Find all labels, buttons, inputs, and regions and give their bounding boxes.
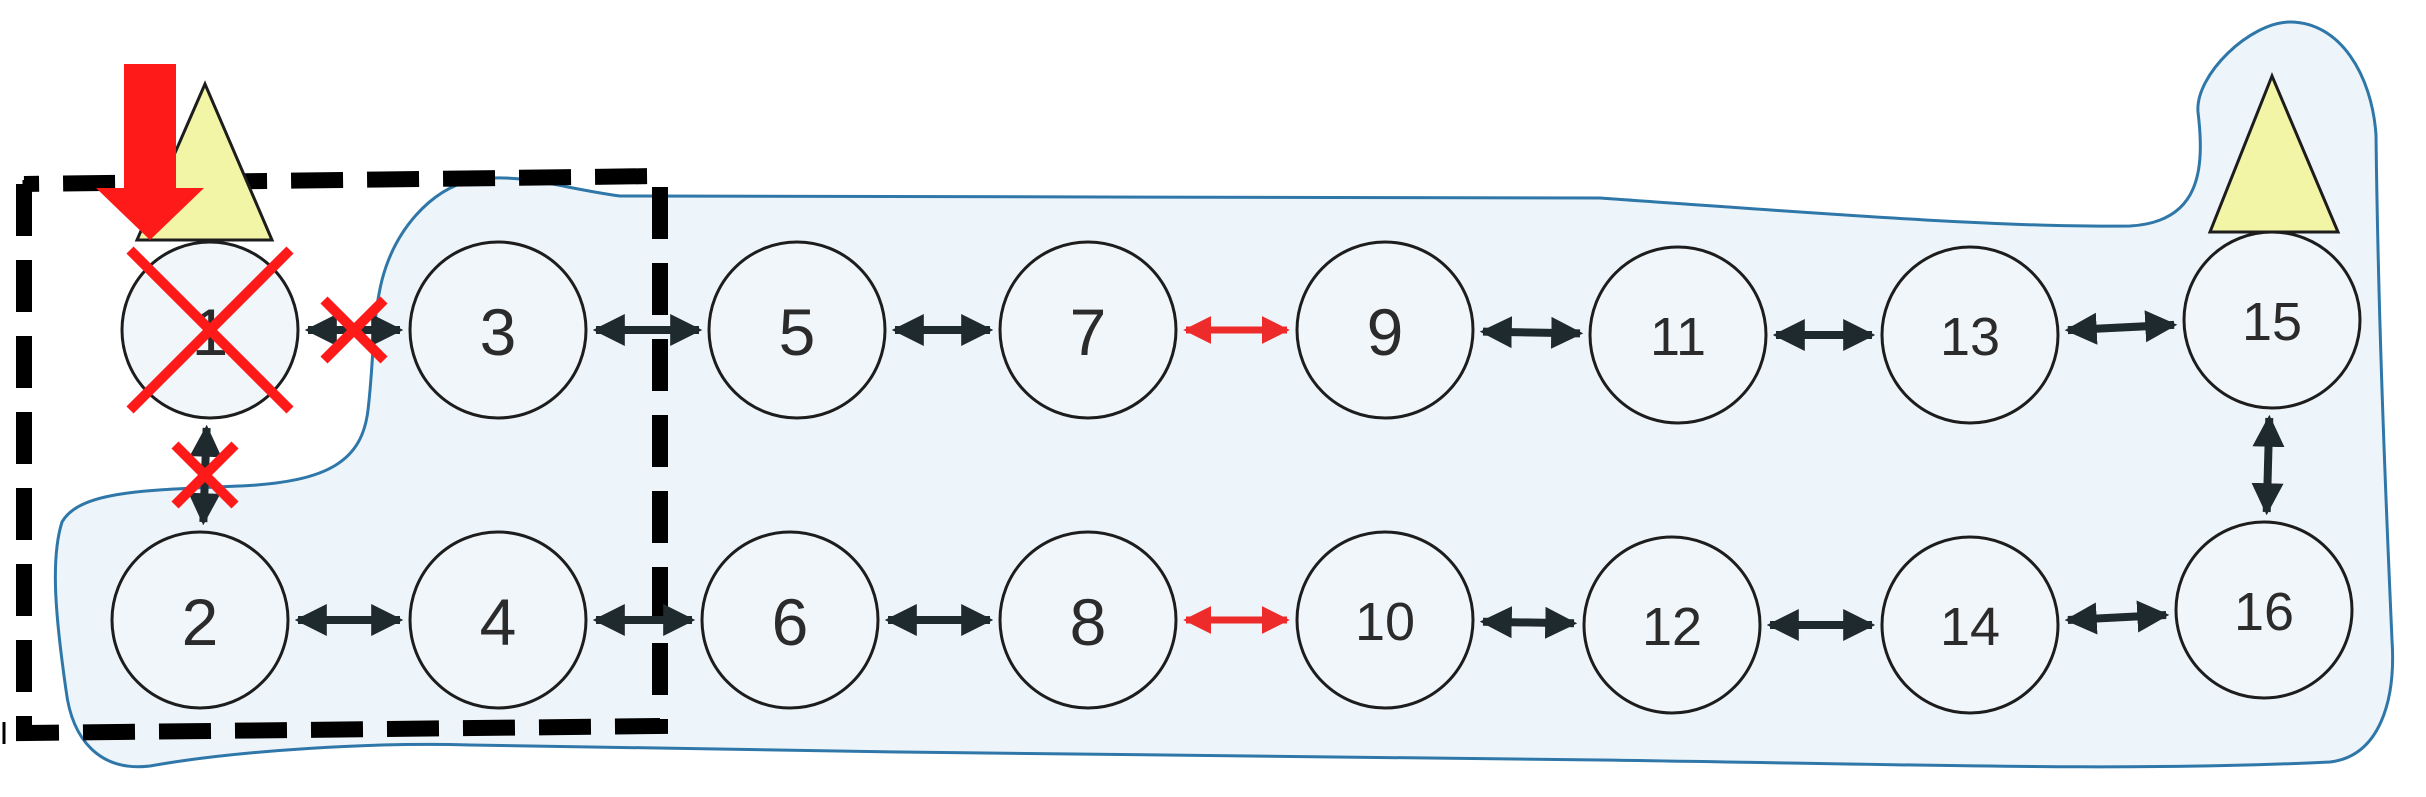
link-13-15 xyxy=(2064,310,2178,345)
link-9-11 xyxy=(1479,316,1584,349)
node-4: 4 xyxy=(408,530,588,710)
node-12: 12 xyxy=(1582,535,1762,715)
failure-overlay xyxy=(96,64,388,509)
node-circle xyxy=(1880,535,2060,715)
node-11: 11 xyxy=(1588,245,1768,425)
node-15: 15 xyxy=(2182,230,2362,410)
node-label: 2 xyxy=(182,585,219,659)
node-label: 11 xyxy=(1650,307,1706,367)
node-label: 4 xyxy=(480,585,517,659)
failed-node-x-icon xyxy=(126,246,294,414)
failure-down-arrow-icon xyxy=(96,64,204,240)
link-10-12 xyxy=(1479,606,1578,639)
broken-link-x-icon xyxy=(320,296,388,364)
node-circle xyxy=(2182,230,2362,410)
node-label: 3 xyxy=(480,295,517,369)
node-circle xyxy=(408,530,588,710)
node-14: 14 xyxy=(1880,535,2060,715)
node-label: 5 xyxy=(779,295,816,369)
node-label: 15 xyxy=(2242,292,2302,352)
broken-link-x-icon xyxy=(171,441,239,509)
node-8: 8 xyxy=(998,530,1178,710)
node-3: 3 xyxy=(408,240,588,420)
node-circle xyxy=(110,530,290,710)
node-circle xyxy=(700,530,880,710)
node-circle xyxy=(2174,520,2354,700)
node-circle xyxy=(998,240,1178,420)
node-circle xyxy=(1582,535,1762,715)
node-label: 7 xyxy=(1070,295,1107,369)
node-label: 13 xyxy=(1940,307,2000,367)
node-circle xyxy=(408,240,588,420)
nodes-layer: 12345678910111213141516 xyxy=(110,230,2362,715)
link-14-16 xyxy=(2064,600,2170,635)
node-10: 10 xyxy=(1295,530,1475,710)
node-circle xyxy=(998,530,1178,710)
node-label: 8 xyxy=(1070,585,1107,659)
node-circle xyxy=(707,240,887,420)
node-label: 10 xyxy=(1355,592,1415,652)
node-5: 5 xyxy=(707,240,887,420)
link-15-16 xyxy=(2251,414,2285,516)
node-9: 9 xyxy=(1295,240,1475,420)
node-7: 7 xyxy=(998,240,1178,420)
node-label: 6 xyxy=(772,585,809,659)
node-16: 16 xyxy=(2174,520,2354,700)
node-circle xyxy=(1588,245,1768,425)
node-13: 13 xyxy=(1880,245,2060,425)
failed-area-dashed-box xyxy=(16,167,668,742)
node-label: 12 xyxy=(1642,597,1702,657)
node-6: 6 xyxy=(700,530,880,710)
node-label: 9 xyxy=(1367,295,1404,369)
node-circle xyxy=(1295,240,1475,420)
node-label: 14 xyxy=(1940,597,2000,657)
node-circle xyxy=(1295,530,1475,710)
node-label: 16 xyxy=(2234,582,2294,642)
node-circle xyxy=(1880,245,2060,425)
node-2: 2 xyxy=(110,530,290,710)
links-layer xyxy=(188,310,2285,641)
